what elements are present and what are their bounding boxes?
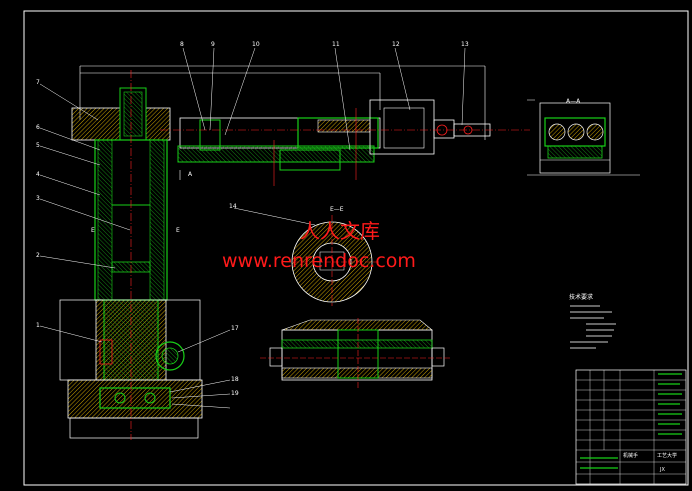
section-a-marker: A <box>188 171 193 178</box>
part-label: 9 <box>211 41 215 48</box>
part-label: 3 <box>36 195 40 202</box>
section-ee: E—E <box>285 206 380 306</box>
title-block-drawing-no: JX <box>659 467 665 473</box>
part-label: 19 <box>231 390 239 397</box>
part-label: 12 <box>392 41 400 48</box>
section-ee-label: E—E <box>330 206 344 213</box>
drawing-border <box>23 10 689 486</box>
part-label: 11 <box>332 41 340 48</box>
part-label: 7 <box>36 79 40 86</box>
title-block-name: 机械手 <box>623 452 638 459</box>
title-block-school: 工艺大学 <box>657 452 677 459</box>
part-label: 8 <box>180 41 184 48</box>
part-label: 18 <box>231 376 239 383</box>
section-aa: A—A <box>527 98 640 176</box>
part-label: 6 <box>36 124 40 131</box>
arm-assembly <box>160 99 530 186</box>
section-e-marker-right: E <box>176 227 180 234</box>
part-label: 1 <box>36 322 40 329</box>
part-label: 14 <box>229 203 237 210</box>
part-label: 5 <box>36 142 40 149</box>
part-label: 2 <box>36 252 40 259</box>
part-label: 10 <box>252 41 260 48</box>
callout-leaders <box>39 47 466 409</box>
watermark-cn: 人人文库 <box>300 219 380 243</box>
part-number-labels: 7 6 5 4 3 2 1 8 9 10 11 12 13 14 17 18 1… <box>36 41 469 397</box>
section-aa-label: A—A <box>566 98 581 105</box>
column-assembly <box>59 65 486 440</box>
part-label: 4 <box>36 171 40 178</box>
section-e-marker-left: E <box>91 227 95 234</box>
part-label: 13 <box>461 41 469 48</box>
notes-title: 技术要求 <box>569 293 593 301</box>
shaft-section <box>260 318 452 390</box>
watermark-url: www.renrendoc.com <box>222 250 416 272</box>
title-block: 机械手 工艺大学 JX <box>575 369 687 485</box>
technical-notes: 技术要求 <box>569 293 616 349</box>
part-label: 17 <box>231 325 239 332</box>
